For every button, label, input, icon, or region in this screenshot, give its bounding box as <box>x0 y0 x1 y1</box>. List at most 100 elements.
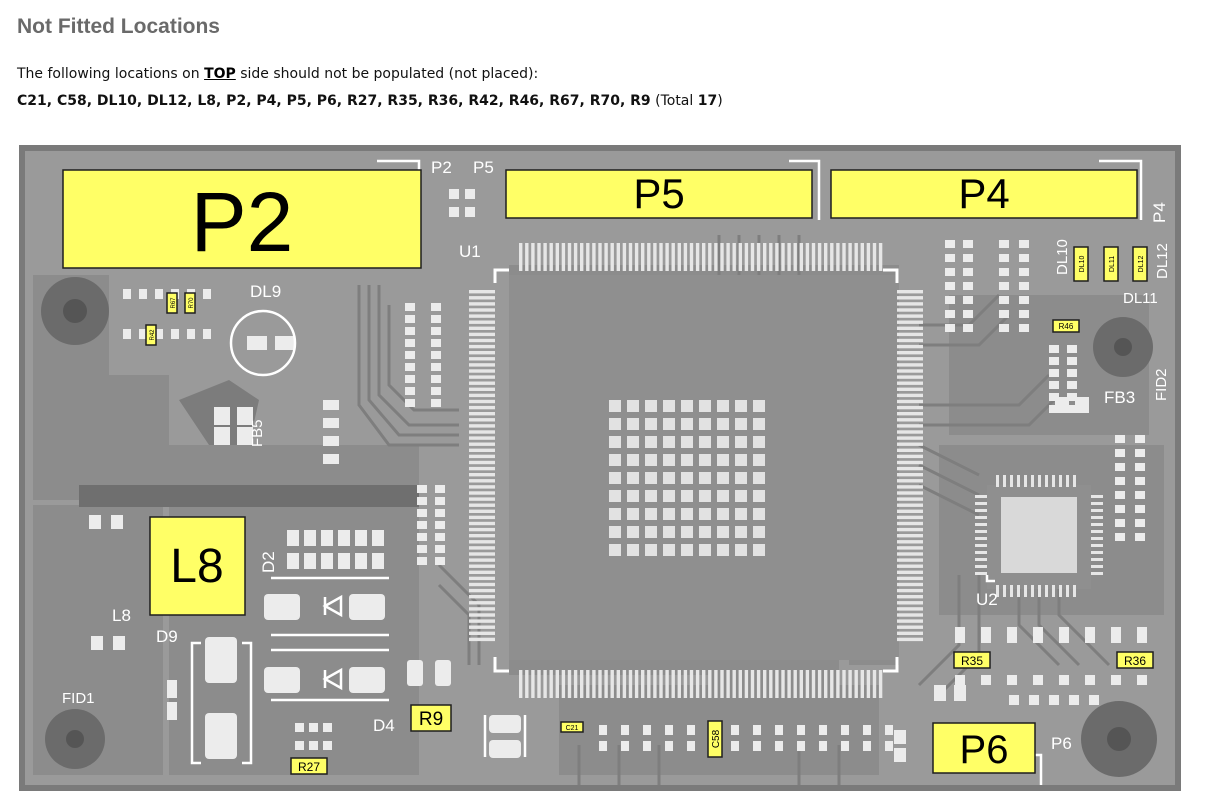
thermal-pad <box>699 508 711 520</box>
qfp-pin <box>897 473 923 477</box>
thermal-pad <box>645 418 657 430</box>
qfp-pin <box>653 670 657 698</box>
thermal-pad <box>681 544 693 556</box>
thermal-pad <box>735 508 747 520</box>
not-fitted-highlights <box>62 169 1154 775</box>
qfp-pin <box>695 670 700 698</box>
thermal-pad <box>753 418 765 430</box>
thermal-pad <box>627 454 639 466</box>
highlight-r9[interactable] <box>410 704 452 732</box>
qfp-pin <box>469 448 495 452</box>
highlight-dl11[interactable] <box>1103 246 1119 282</box>
silk-label-dl12: DL12 <box>1154 243 1171 279</box>
highlight-l8[interactable] <box>149 516 246 616</box>
qfn-pin <box>1073 475 1076 487</box>
qfp-pin <box>860 670 864 698</box>
highlight-r27[interactable] <box>290 757 328 775</box>
pad <box>621 741 629 751</box>
mounting-holes <box>41 277 1157 777</box>
qfp-pin <box>469 399 495 404</box>
pad <box>999 268 1009 276</box>
highlight-r70[interactable] <box>184 292 196 314</box>
top-side-link[interactable]: TOP <box>204 66 236 82</box>
qfp-pin <box>610 243 614 271</box>
qfp-pin <box>805 243 810 271</box>
thermal-pad <box>627 490 639 502</box>
thermal-pad <box>735 472 747 484</box>
pad <box>1135 505 1145 513</box>
highlight-r36[interactable] <box>1116 651 1154 669</box>
highlight-p2[interactable] <box>62 169 422 269</box>
pad <box>405 315 415 323</box>
qfp-pin <box>469 387 495 391</box>
thermal-pad <box>609 400 621 412</box>
qfp-pin <box>897 527 923 532</box>
pad <box>1007 675 1017 685</box>
intro-before: The following locations on <box>17 66 205 82</box>
qfp-pin <box>598 243 602 271</box>
qfp-pin <box>866 243 871 271</box>
pad <box>405 327 415 335</box>
highlight-dl10[interactable] <box>1073 246 1089 282</box>
pad <box>1067 381 1077 389</box>
qfp-pin <box>817 243 822 271</box>
highlight-p5[interactable] <box>505 169 813 219</box>
qfp-pin <box>622 670 627 698</box>
thermal-pad <box>609 454 621 466</box>
qfp-pin <box>641 670 645 698</box>
highlight-dl12[interactable] <box>1132 246 1148 282</box>
highlight-r35[interactable] <box>953 651 991 669</box>
qfp-pin <box>897 290 923 294</box>
qfp-pin <box>469 363 495 367</box>
qfp-pin <box>897 436 923 440</box>
highlight-c21[interactable] <box>560 721 584 733</box>
pad <box>963 296 973 304</box>
thermal-pad <box>681 472 693 484</box>
pad <box>999 254 1009 262</box>
qfn-pin <box>1024 475 1027 487</box>
qfp-pin <box>848 243 852 271</box>
qfp-pin <box>842 243 846 271</box>
highlight-p6[interactable] <box>932 722 1036 774</box>
qfp-pin <box>824 243 828 271</box>
pad <box>1049 357 1059 365</box>
u1-outline <box>493 268 899 673</box>
thermal-pad <box>699 400 711 412</box>
highlight-r42[interactable] <box>145 324 157 346</box>
qfp-pin <box>689 243 694 271</box>
pad <box>1067 357 1077 365</box>
pad <box>753 725 761 735</box>
qfp-pin <box>897 466 923 471</box>
qfp-pin <box>897 485 923 489</box>
qfp-pin <box>469 588 495 593</box>
pad <box>304 553 316 569</box>
qfn-pin <box>975 565 987 568</box>
qfp-pin <box>469 473 495 477</box>
total-count: 17 <box>697 93 718 109</box>
pad <box>435 557 445 565</box>
qfp-pin <box>525 243 529 271</box>
qfp-pin <box>671 243 675 271</box>
highlight-r46[interactable] <box>1052 319 1080 333</box>
silk-label-p4: P4 <box>1150 202 1169 223</box>
qfn-pin <box>975 551 987 554</box>
thermal-pad <box>735 400 747 412</box>
qfp-pin <box>763 243 767 271</box>
qfp-pin <box>830 243 834 271</box>
qfp-pin <box>897 546 923 550</box>
pad <box>1019 282 1029 290</box>
intro-after: side should not be populated (not placed… <box>235 66 539 82</box>
pad <box>999 282 1009 290</box>
u1-pins <box>469 243 923 698</box>
pad <box>405 399 415 407</box>
highlight-c58[interactable] <box>707 720 723 758</box>
label-r35: R35 <box>961 654 983 668</box>
pad <box>1111 627 1121 643</box>
qfp-pin <box>469 576 495 581</box>
qfp-pin <box>469 601 495 605</box>
highlight-p4[interactable] <box>830 169 1138 219</box>
pad <box>1019 254 1029 262</box>
pad <box>1115 533 1125 541</box>
u1-body <box>509 275 899 660</box>
highlight-r67[interactable] <box>166 292 178 314</box>
